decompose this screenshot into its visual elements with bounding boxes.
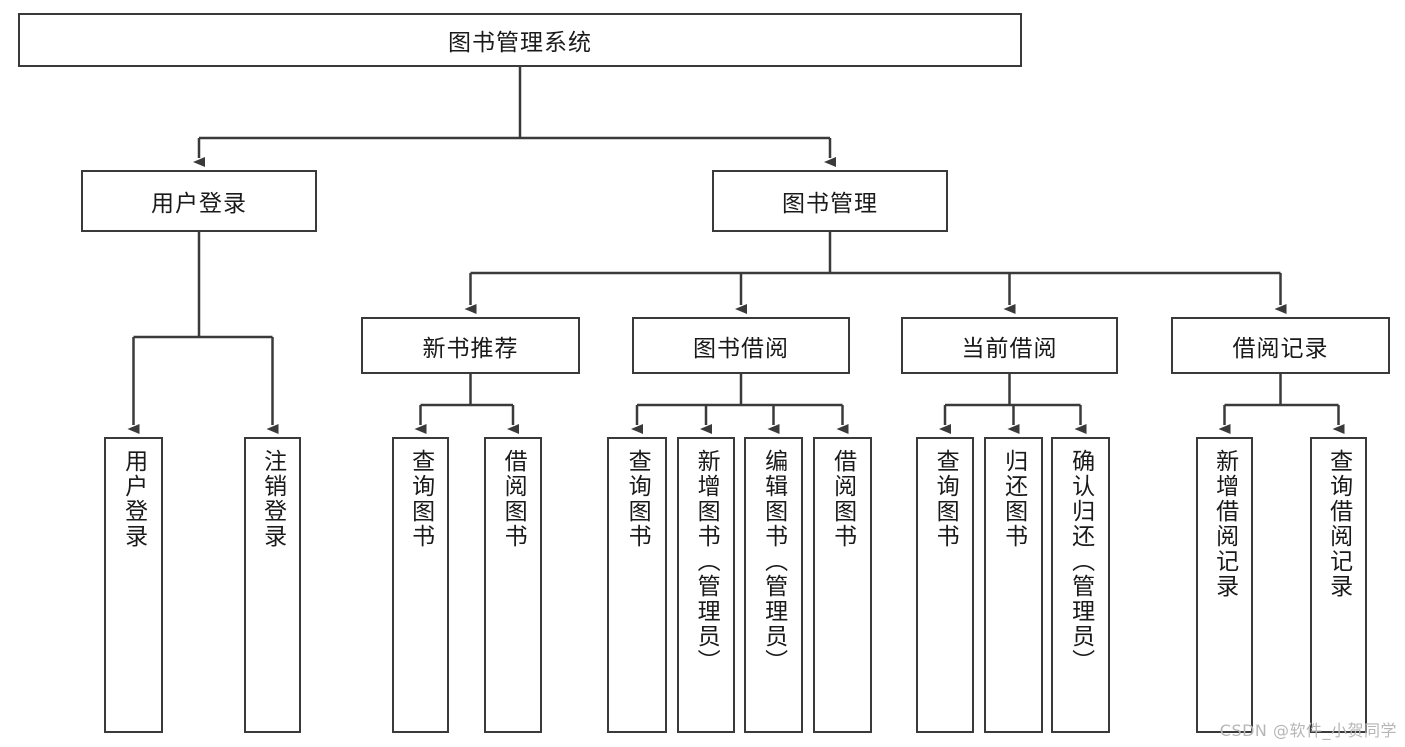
- node-root[interactable]: 图书管理系统: [18, 13, 1022, 67]
- node-leaf-logout[interactable]: 注销登录: [244, 437, 301, 733]
- node-book-borrow[interactable]: 图书借阅: [632, 317, 850, 374]
- node-leaf-user-login[interactable]: 用户登录: [104, 437, 163, 733]
- node-leaf-confirm-return-label: 确认归还（管理员）: [1067, 449, 1094, 674]
- node-leaf-borrow-book-1-label: 借阅图书: [500, 449, 527, 549]
- node-leaf-query-record-label: 查询借阅记录: [1325, 449, 1352, 599]
- node-book-manage[interactable]: 图书管理: [712, 170, 948, 232]
- node-leaf-return-book-label: 归还图书: [1000, 449, 1027, 549]
- node-leaf-add-book[interactable]: 新增图书（管理员）: [677, 437, 735, 733]
- node-leaf-add-book-label: 新增图书（管理员）: [693, 449, 720, 674]
- node-leaf-query-book-1[interactable]: 查询图书: [392, 437, 449, 733]
- node-leaf-edit-book-label: 编辑图书（管理员）: [760, 449, 787, 674]
- node-leaf-return-book[interactable]: 归还图书: [984, 437, 1043, 733]
- node-leaf-query-book-2[interactable]: 查询图书: [607, 437, 667, 733]
- node-leaf-query-book-1-label: 查询图书: [407, 449, 434, 549]
- node-leaf-add-record[interactable]: 新增借阅记录: [1196, 437, 1253, 733]
- node-leaf-borrow-book-2-label: 借阅图书: [829, 449, 856, 549]
- node-current-borrow-label: 当前借阅: [961, 335, 1058, 362]
- node-leaf-confirm-return[interactable]: 确认归还（管理员）: [1051, 437, 1110, 733]
- node-current-borrow[interactable]: 当前借阅: [901, 317, 1118, 374]
- node-leaf-edit-book[interactable]: 编辑图书（管理员）: [744, 437, 803, 733]
- node-book-borrow-label: 图书借阅: [693, 335, 789, 362]
- node-user-login[interactable]: 用户登录: [81, 170, 317, 232]
- node-new-book-recommend-label: 新书推荐: [422, 335, 519, 362]
- node-leaf-query-book-2-label: 查询图书: [624, 449, 651, 549]
- node-root-label: 图书管理系统: [448, 30, 592, 56]
- node-leaf-logout-label: 注销登录: [259, 449, 286, 549]
- node-user-login-label: 用户登录: [151, 191, 247, 217]
- node-leaf-borrow-book-1[interactable]: 借阅图书: [484, 437, 542, 733]
- node-new-book-recommend[interactable]: 新书推荐: [361, 317, 580, 374]
- node-leaf-borrow-book-2[interactable]: 借阅图书: [813, 437, 872, 733]
- node-leaf-user-login-label: 用户登录: [120, 449, 147, 549]
- node-leaf-add-record-label: 新增借阅记录: [1211, 449, 1238, 599]
- node-leaf-query-book-3[interactable]: 查询图书: [916, 437, 974, 733]
- node-book-manage-label: 图书管理: [782, 191, 878, 217]
- node-borrow-record-label: 借阅记录: [1232, 335, 1329, 362]
- node-leaf-query-book-3-label: 查询图书: [932, 449, 959, 549]
- node-borrow-record[interactable]: 借阅记录: [1171, 317, 1390, 374]
- node-leaf-query-record[interactable]: 查询借阅记录: [1310, 437, 1367, 733]
